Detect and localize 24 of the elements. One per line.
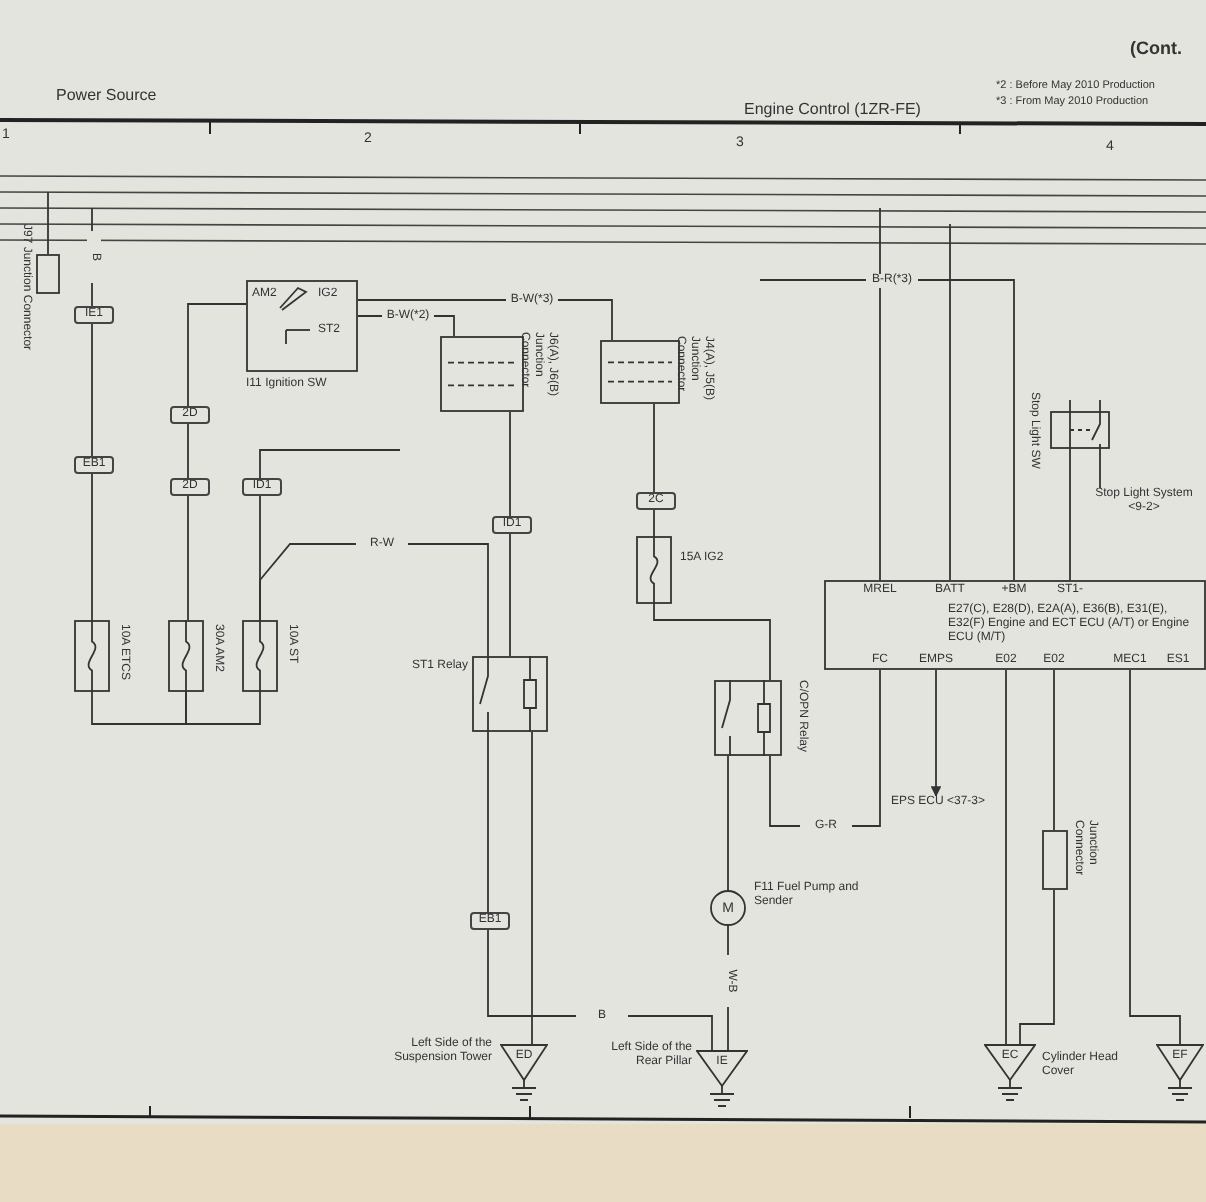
wire: [653, 603, 771, 681]
wire: [509, 411, 511, 657]
wire: [879, 207, 881, 581]
wire: [653, 403, 655, 537]
section-heading: Power Source: [56, 86, 157, 104]
wire: [949, 223, 951, 581]
wire: [187, 303, 247, 621]
wire: [1129, 669, 1181, 1045]
wire: [1005, 669, 1007, 1045]
wire: [727, 755, 729, 891]
wire: [91, 691, 187, 725]
wire: [185, 691, 261, 725]
wire: [1069, 459, 1071, 581]
wire: [47, 191, 49, 255]
wire: [1053, 669, 1055, 831]
wire: [259, 449, 401, 621]
wire: [930, 669, 942, 798]
section-heading: Engine Control (1ZR-FE): [744, 100, 921, 118]
page-heading: (Cont.: [1130, 38, 1182, 58]
wire: [487, 731, 713, 1051]
wire: [1099, 459, 1101, 489]
wire: [759, 279, 1015, 581]
wire: [531, 731, 533, 1045]
wire: [1019, 889, 1055, 1045]
